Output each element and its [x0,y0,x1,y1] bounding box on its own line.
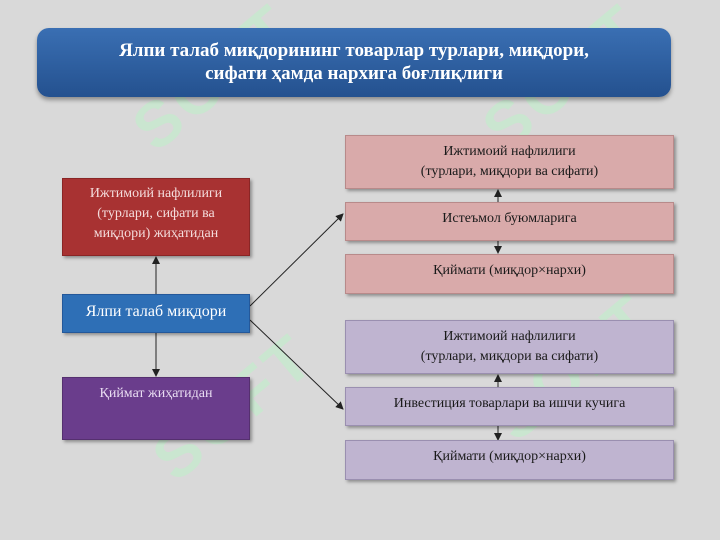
consumer-value-box: Қиймати (миқдор×нархи) [345,254,674,294]
investment-goods-box: Инвестиция товарлари ва ишчи кучига [345,387,674,426]
consumer-goods-box: Истеъмол буюмларига [345,202,674,241]
title-line-2: сифати ҳамда нархига боғлиқлиги [205,63,503,84]
consumer-utility-line-2: (турлари, миқдори ва сифати) [420,164,599,179]
investment-utility-box: Ижтимоий нафлилиги (турлари, миқдори ва … [345,320,674,374]
aggregate-demand-box: Ялпи талаб миқдори [62,294,250,333]
consumer-utility-box: Ижтимоий нафлилиги (турлари, миқдори ва … [345,135,674,189]
page-title: Ялпи талаб миқдорининг товарлар турлари,… [37,28,671,97]
title-line-1: Ялпи талаб миқдорининг товарлар турлари,… [119,40,589,61]
investment-value-box: Қиймати (миқдор×нархи) [345,440,674,480]
investment-utility-line-2: (турлари, миқдори ва сифати) [420,349,599,364]
utility-aspect-box: Ижтимоий нафлилиги (турлари, сифати ва м… [62,178,250,256]
arrow-to-consumer [249,213,344,307]
value-aspect-box: Қиймат жиҳатидан [62,377,250,440]
consumer-utility-line-1: Ижтимоий нафлилиги [443,144,576,159]
arrow-to-investment [249,319,344,410]
investment-utility-line-1: Ижтимоий нафлилиги [443,329,576,344]
